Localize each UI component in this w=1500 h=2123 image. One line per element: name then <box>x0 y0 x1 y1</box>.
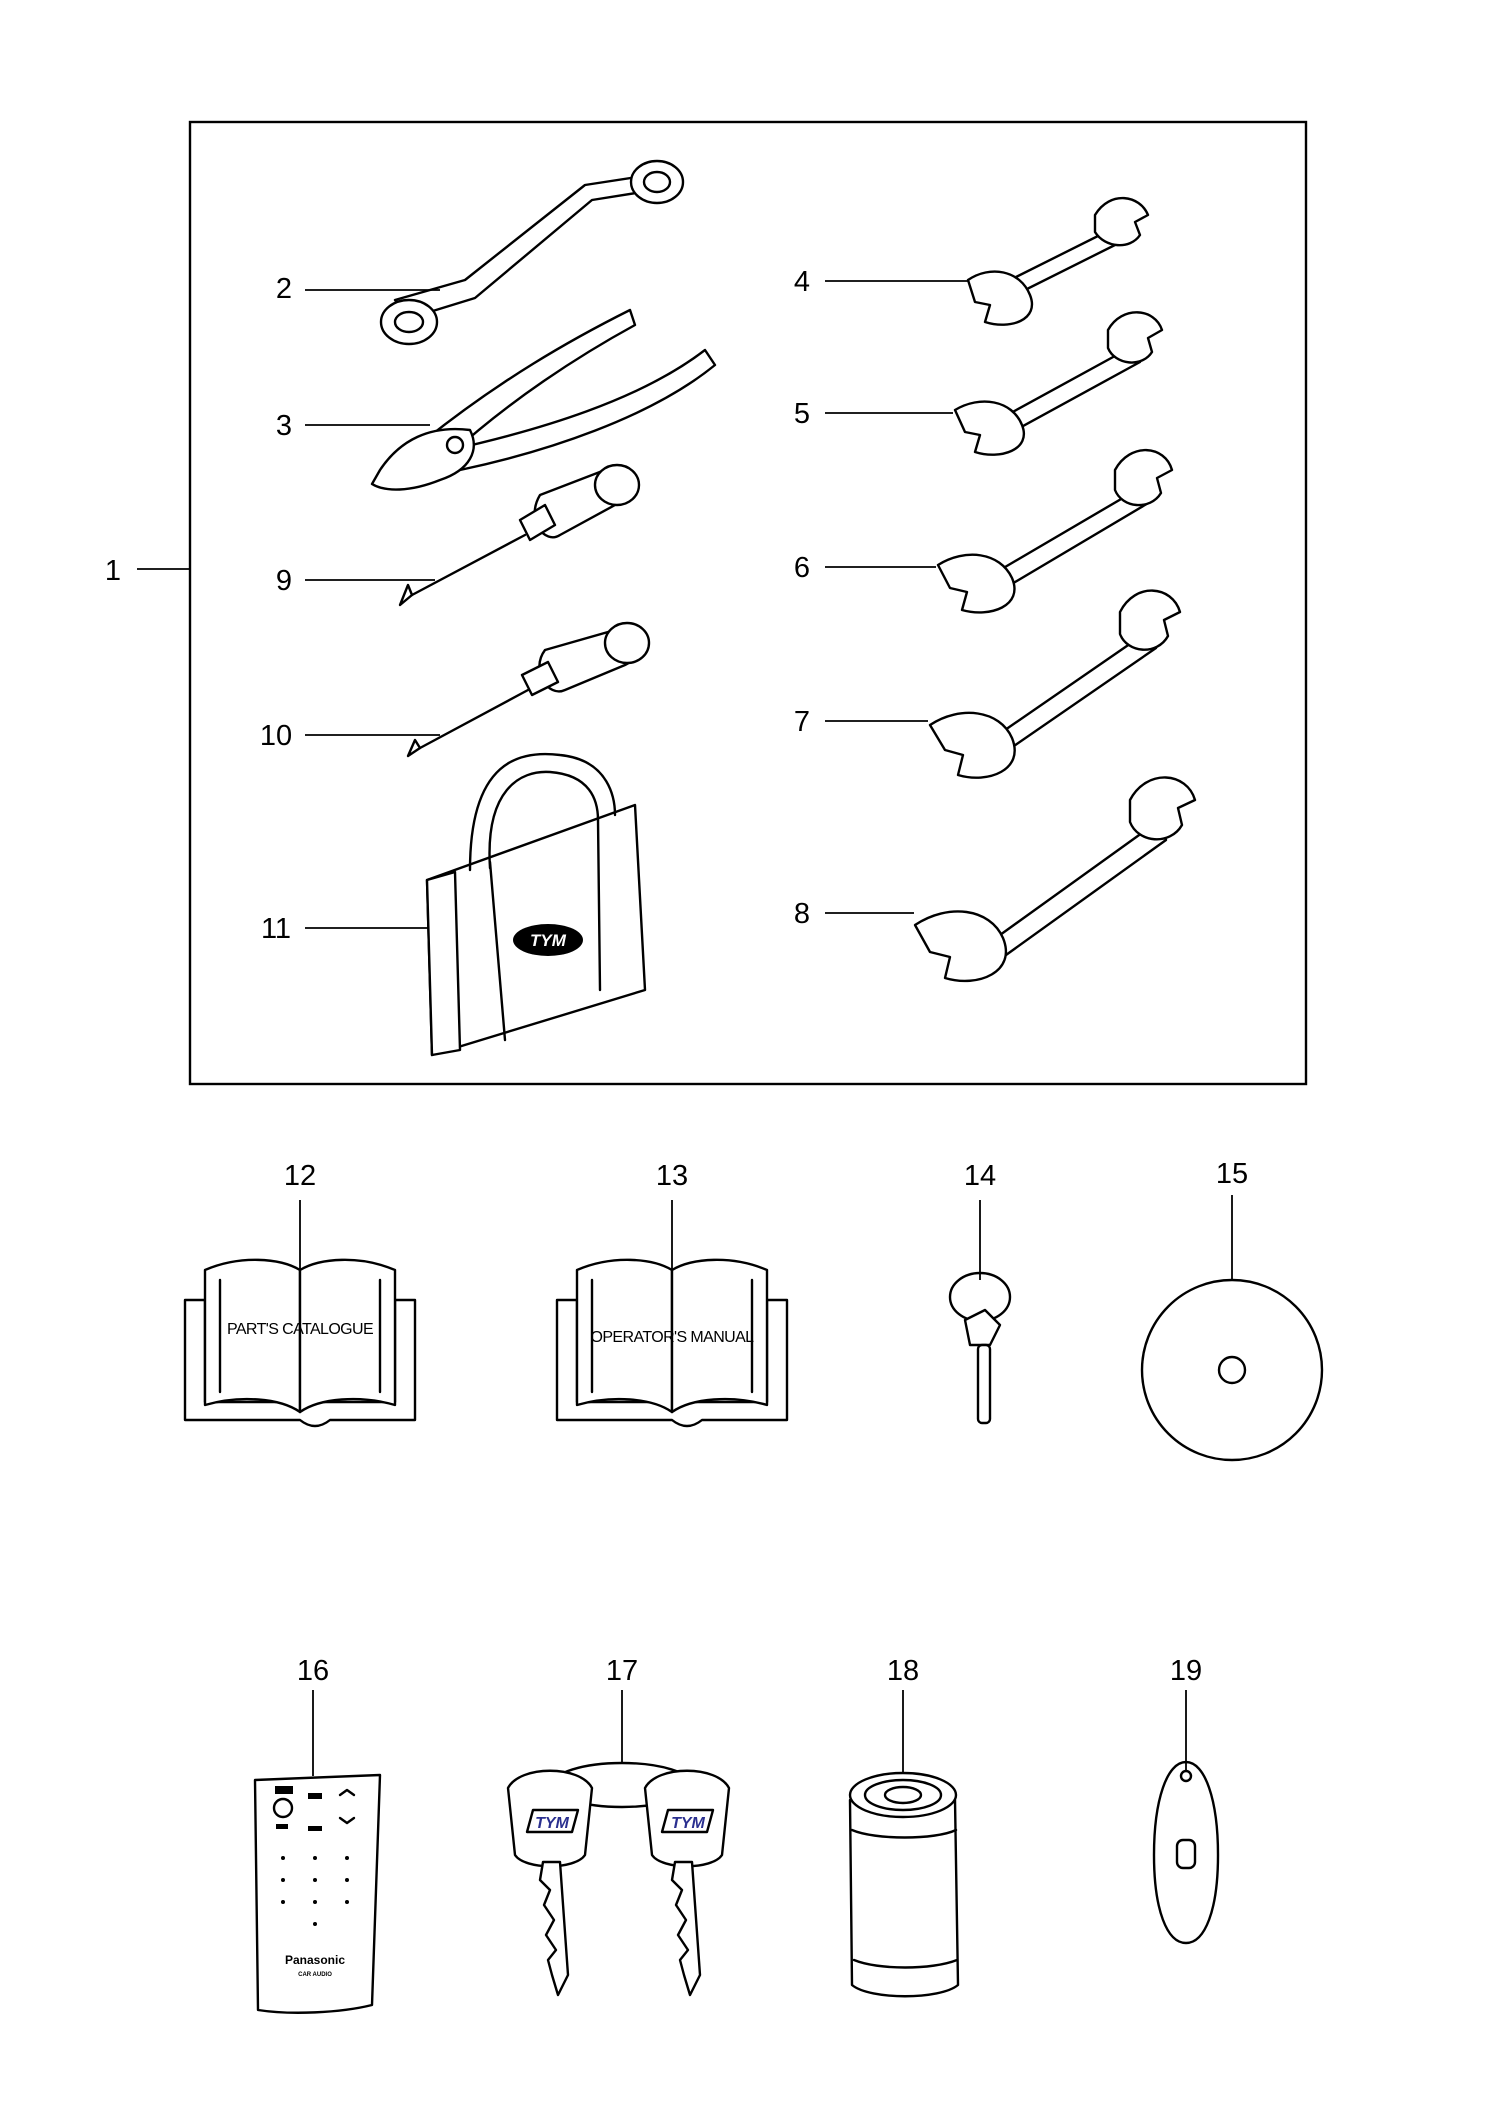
callout-18: 18 <box>887 1655 919 1687</box>
key-logo-left: TYM <box>535 1815 569 1832</box>
callout-4: 4 <box>794 266 810 298</box>
operators-manual-title: OPERATOR'S MANUAL <box>591 1329 755 1346</box>
callout-16: 16 <box>297 1655 329 1687</box>
bag-logo-text: TYM <box>530 931 567 950</box>
callout-9: 9 <box>276 565 292 597</box>
remote-control-icon: Panasonic CAR AUDIO <box>253 1773 382 2014</box>
callout-15: 15 <box>1216 1158 1248 1190</box>
flat-screwdriver-icon <box>406 621 651 758</box>
callout-17: 17 <box>606 1655 638 1687</box>
operators-manual-book-icon: OPERATOR'S MANUAL <box>555 1258 789 1428</box>
disc-icon <box>1140 1278 1324 1462</box>
callout-1: 1 <box>105 555 121 587</box>
callout-6: 6 <box>794 552 810 584</box>
callout-19: 19 <box>1170 1655 1202 1687</box>
remote-subbrand: CAR AUDIO <box>298 1972 332 1978</box>
pliers-icon <box>370 308 717 491</box>
callout-3: 3 <box>276 410 292 442</box>
offset-ring-spanner-icon <box>379 159 685 346</box>
phillips-screwdriver-icon <box>398 463 641 607</box>
toolkit-frame <box>188 120 1308 1086</box>
wrench-8-icon <box>913 776 1197 983</box>
callout-14: 14 <box>964 1160 996 1192</box>
parts-catalogue-title: PART'S CATALOGUE <box>227 1321 373 1338</box>
callout-7: 7 <box>794 706 810 738</box>
wrench-5-icon <box>953 311 1164 456</box>
ring-pin-icon <box>948 1271 1012 1425</box>
wrench-4-icon <box>966 196 1150 326</box>
callout-2: 2 <box>276 273 292 305</box>
remote-brand: Panasonic <box>285 1953 345 1967</box>
callout-13: 13 <box>656 1160 688 1192</box>
key-logo-right: TYM <box>671 1815 705 1832</box>
callout-5: 5 <box>794 398 810 430</box>
keys-icon: TYM TYM <box>506 1761 731 1997</box>
callout-8: 8 <box>794 898 810 930</box>
callout-10: 10 <box>260 720 292 752</box>
oil-filter-icon <box>848 1771 960 1998</box>
parts-catalogue-book-icon: PART'S CATALOGUE <box>183 1258 417 1428</box>
key-tag-icon <box>1152 1760 1220 1945</box>
bag-logo-badge <box>513 924 583 956</box>
tool-bag-icon: TYM <box>425 752 647 1057</box>
callout-11: 11 <box>261 913 291 945</box>
wrench-7-icon <box>928 589 1182 779</box>
wrench-6-icon <box>936 448 1174 614</box>
callout-12: 12 <box>284 1160 316 1192</box>
